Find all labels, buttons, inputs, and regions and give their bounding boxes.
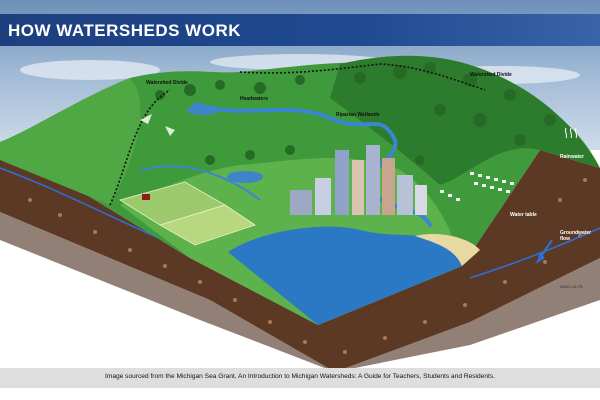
lakes: [187, 105, 263, 183]
right-forested-hill: [330, 55, 600, 185]
label-water-table: Water table: [510, 212, 537, 218]
label-headwaters: Headwaters: [240, 96, 269, 102]
city: [290, 145, 427, 215]
rainwater-icon: [564, 127, 578, 139]
lake: [228, 226, 465, 325]
beach: [415, 233, 480, 266]
tributary: [139, 165, 261, 201]
barn: [142, 194, 150, 200]
surface-flow-arrows: [140, 114, 175, 136]
title-banner: [0, 14, 600, 46]
caption-bar: [0, 368, 600, 388]
forest-texture: [155, 62, 556, 165]
suburb-houses: [440, 172, 514, 201]
soil-lower-layer: [0, 212, 600, 372]
label-groundwater-flow: Groundwater flow: [560, 230, 592, 242]
farm-fields: [119, 181, 256, 246]
figure-code: 06DG-15-TB: [560, 284, 583, 289]
left-hill: [0, 78, 141, 205]
label-watershed-divide-left: Watershed Divide: [146, 80, 188, 86]
page-title: HOW WATERSHEDS WORK: [8, 21, 242, 40]
label-riparian-wetlands: Riparian Wetlands: [336, 112, 380, 118]
gravel-texture: [28, 178, 587, 354]
image-caption: Image sourced from the Michigan Sea Gran…: [105, 373, 495, 380]
soil-cross-section: [0, 142, 600, 372]
watershed-divide-line: [109, 63, 486, 206]
label-watershed-divide-right: Watershed Divide: [470, 72, 512, 78]
groundwater-arrow-head: [536, 252, 545, 264]
label-rainwater: Rainwater: [560, 154, 584, 160]
